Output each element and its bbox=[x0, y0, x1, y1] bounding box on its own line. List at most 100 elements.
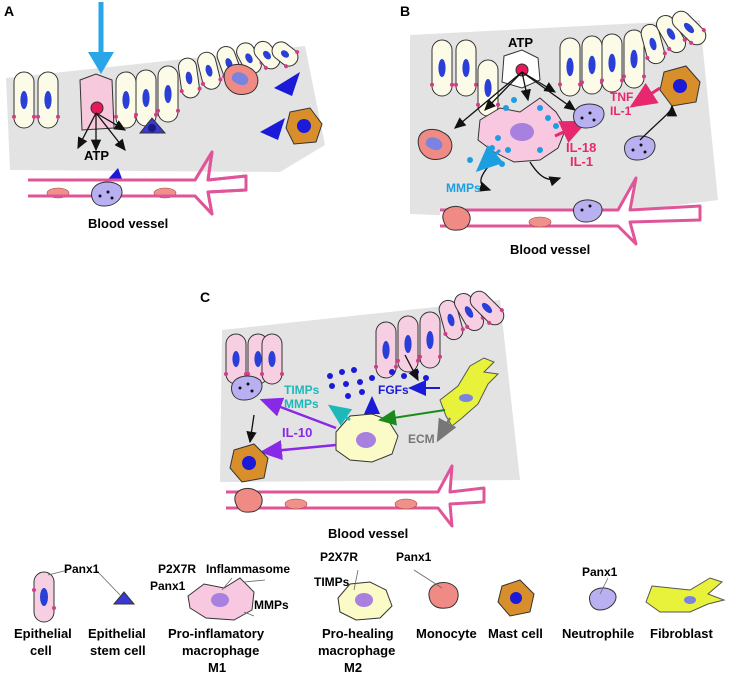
neutrophil bbox=[91, 181, 123, 207]
mmps-callout: MMPs bbox=[254, 598, 289, 612]
label-mast-cell: Mast cell bbox=[488, 626, 543, 641]
growth-factor-dots bbox=[327, 367, 429, 399]
growth-factor-dot bbox=[351, 367, 357, 373]
il1-label: IL-1 bbox=[570, 154, 593, 169]
label-stem-cell-2: stem cell bbox=[90, 643, 146, 658]
epithelial-cell bbox=[430, 39, 454, 97]
cytokine-dot bbox=[537, 147, 543, 153]
epithelial-cell bbox=[640, 23, 667, 65]
panx1-callout: Panx1 bbox=[64, 562, 100, 576]
label-m2-2: macrophage bbox=[318, 643, 395, 658]
mast-cell bbox=[285, 107, 323, 145]
signal-arrow bbox=[484, 71, 523, 111]
neutrophil bbox=[231, 375, 263, 401]
epithelial-cell bbox=[224, 333, 248, 385]
callout-line bbox=[47, 569, 69, 576]
growth-factor-dot bbox=[357, 379, 363, 385]
epithelial-cell bbox=[36, 71, 60, 129]
blood-vessel-label: Blood vessel bbox=[88, 216, 168, 231]
blood-vessel bbox=[226, 464, 486, 528]
cytokine-dot bbox=[505, 147, 511, 153]
growth-factor-dot bbox=[389, 369, 395, 375]
label-monocyte: Monocyte bbox=[416, 626, 477, 641]
m2-macrophage bbox=[335, 413, 399, 463]
panx1-callout: Panx1 bbox=[582, 565, 618, 579]
signal-arrow bbox=[521, 71, 577, 111]
epithelial-cell bbox=[438, 299, 465, 341]
panel-b: B ATP bbox=[400, 3, 718, 257]
epithelial-cell bbox=[396, 315, 420, 373]
atp-label: ATP bbox=[508, 35, 533, 50]
label-stem-cell-1: Epithelial bbox=[88, 626, 146, 641]
panel-c: C TIMPs MMPs FGFs IL-10 bbox=[200, 289, 520, 541]
cytokine-dot bbox=[511, 97, 517, 103]
il1-label: IL-1 bbox=[610, 104, 632, 118]
cytokine-dot bbox=[553, 123, 559, 129]
label-m2-3: M2 bbox=[344, 660, 362, 675]
cytokine-dot bbox=[467, 157, 473, 163]
il18-label: IL-18 bbox=[566, 140, 596, 155]
epithelial-cell bbox=[469, 290, 505, 326]
legend-m2-macrophage bbox=[337, 581, 393, 621]
label-m1-1: Pro-inflamatory bbox=[168, 626, 265, 641]
fgfs-label: FGFs bbox=[378, 383, 409, 397]
callout-line bbox=[599, 577, 609, 595]
epithelial-cell bbox=[580, 35, 604, 95]
atp-arrow bbox=[77, 112, 97, 150]
growth-factor-dot bbox=[327, 373, 333, 379]
mmps-arrow bbox=[475, 144, 504, 173]
legend-m1-macrophage bbox=[187, 577, 255, 621]
mmps-label: MMPs bbox=[446, 181, 481, 195]
callout-line bbox=[413, 569, 443, 589]
neutrophil bbox=[573, 103, 605, 129]
panx1-callout: Panx1 bbox=[396, 550, 432, 564]
signal-arrow bbox=[639, 104, 678, 141]
monocyte bbox=[234, 488, 263, 513]
cytokine-dot bbox=[545, 115, 551, 121]
tnf-arrow bbox=[629, 82, 661, 108]
legend-mast-cell bbox=[497, 579, 535, 617]
tnf-label: TNF bbox=[610, 90, 633, 104]
blood-vessel-label: Blood vessel bbox=[328, 526, 408, 541]
cytokine-dot bbox=[499, 161, 505, 167]
ecm-label: ECM bbox=[408, 432, 435, 446]
panel-c-label: C bbox=[200, 289, 210, 305]
mmps-label: MMPs bbox=[284, 397, 319, 411]
callout-line bbox=[243, 611, 255, 617]
growth-factor-dot bbox=[369, 375, 375, 381]
label-epithelial-cell-2: cell bbox=[30, 643, 52, 658]
signal-arrow bbox=[529, 161, 562, 187]
legend-epithelial-stem-cell bbox=[112, 591, 136, 605]
epithelial-cell bbox=[114, 71, 138, 129]
cytokine-dot bbox=[495, 135, 501, 141]
stem-cell bbox=[138, 117, 167, 134]
callout-line bbox=[353, 569, 359, 591]
cytokine-dot bbox=[489, 145, 495, 151]
epithelial-cell bbox=[558, 37, 582, 97]
label-epithelial-cell-1: Epithelial bbox=[14, 626, 72, 641]
monocyte bbox=[223, 63, 259, 95]
p2x7r-callout: P2X7R bbox=[158, 562, 196, 576]
label-m2-1: Pro-healing bbox=[322, 626, 394, 641]
mast-cell bbox=[229, 443, 269, 483]
fibroblast-arrow bbox=[378, 409, 446, 426]
cytokine-dot bbox=[503, 105, 509, 111]
mast-cell bbox=[659, 65, 701, 107]
monocyte bbox=[417, 128, 453, 160]
legend-neutrophil bbox=[589, 587, 617, 611]
epithelial-cell bbox=[134, 69, 158, 127]
atp-arrow bbox=[95, 112, 127, 131]
epithelial-cell bbox=[622, 29, 646, 89]
epithelial-layer bbox=[430, 10, 707, 117]
panel-a: A ATP bbox=[4, 2, 325, 231]
signal-arrow bbox=[520, 71, 531, 102]
growth-factor-dot bbox=[345, 393, 351, 399]
epithelial-cell bbox=[260, 333, 284, 385]
injured-cell bbox=[79, 73, 115, 131]
growth-factor-dot bbox=[401, 373, 407, 379]
panx1-callout: Panx1 bbox=[150, 579, 186, 593]
label-m1-2: macrophage bbox=[182, 643, 259, 658]
timps-arrow bbox=[327, 404, 353, 426]
epithelial-cell bbox=[418, 311, 442, 369]
timps-label: TIMPs bbox=[284, 383, 320, 397]
